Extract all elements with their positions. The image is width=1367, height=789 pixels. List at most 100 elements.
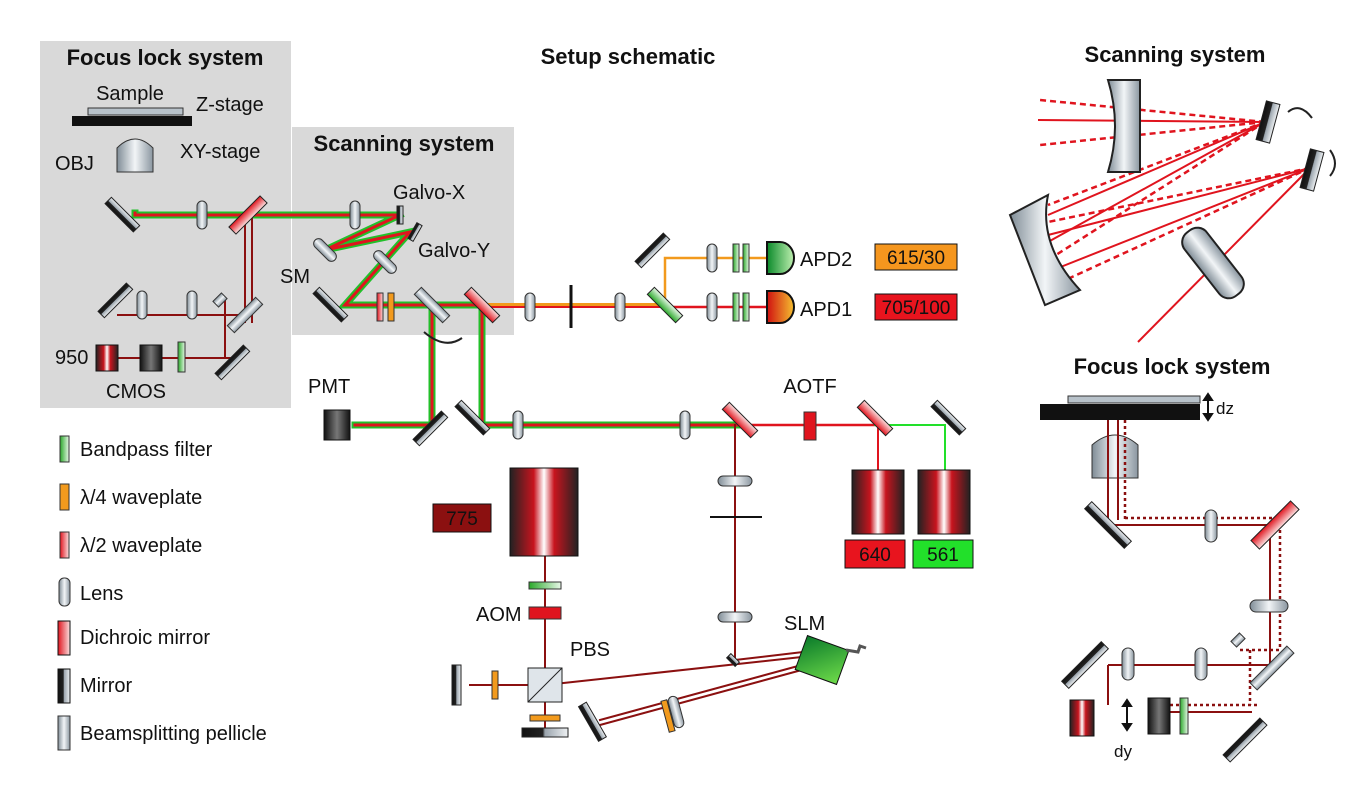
- apd1-detector: [766, 290, 795, 324]
- rotation-arrow-icon: [1287, 107, 1313, 119]
- lens-icon: [349, 200, 361, 230]
- dy-arrow-icon: [1121, 698, 1133, 732]
- slm-label: SLM: [784, 613, 825, 635]
- mirror-icon: [97, 282, 134, 319]
- half-waveplate-icon: [59, 531, 70, 559]
- bandpass-filter-icon: [742, 292, 750, 322]
- lens-icon: [1194, 647, 1208, 681]
- legend-item: Lens: [58, 577, 123, 607]
- excitation-components: [323, 399, 971, 535]
- dichroic-mirror-icon: [228, 195, 268, 235]
- quarter-waveplate-icon: [491, 670, 499, 700]
- bandpass-filter-icon: [742, 243, 750, 273]
- lens-icon: [373, 250, 397, 274]
- lens-icon: [1106, 78, 1141, 173]
- aom-label: AOM: [476, 604, 522, 626]
- pellicle-icon: [1230, 632, 1246, 648]
- bandpass-filter-icon: [732, 243, 740, 273]
- focus-lock-components: [72, 107, 268, 381]
- sample-slide: [1067, 395, 1201, 404]
- apd2-label: APD2: [800, 249, 852, 271]
- galvo-x-label: Galvo-X: [393, 182, 465, 204]
- mirror-icon: [214, 344, 251, 381]
- slm-device: [794, 634, 850, 686]
- badge-775-text: 775: [446, 509, 478, 530]
- pbs-diagonal: [527, 667, 563, 703]
- legend-label: Beamsplitting pellicle: [80, 723, 267, 745]
- detection-components: [524, 232, 795, 328]
- mirror-icon: [1222, 717, 1268, 763]
- focus-lock-right-title: Focus lock system: [1074, 354, 1271, 379]
- rotation-arrow-icon: [423, 331, 463, 344]
- pmt-label: PMT: [308, 376, 350, 398]
- scanning-components: [312, 200, 501, 344]
- slm-connector-icon: [845, 644, 867, 654]
- mirror-icon: [577, 701, 608, 743]
- legend-item: Bandpass filter: [59, 435, 213, 463]
- aom: [528, 606, 562, 620]
- badge-640: 640: [844, 539, 906, 569]
- mirror-icon: [312, 286, 349, 323]
- lens-icon: [717, 611, 753, 623]
- laser-561: [917, 469, 971, 535]
- dz-arrow-icon: [1202, 392, 1214, 422]
- mirror-icon: [1083, 500, 1133, 550]
- dz-label: dz: [1216, 399, 1234, 418]
- badge-561-text: 561: [927, 545, 959, 566]
- z-stage: [1040, 404, 1200, 420]
- lens-icon: [614, 292, 626, 322]
- mirror-icon: [412, 410, 449, 447]
- pbs-label: PBS: [570, 639, 610, 661]
- cmos-camera: [139, 344, 163, 372]
- lens-icon: [679, 410, 691, 440]
- focus-lock-title: Focus lock system: [67, 45, 264, 70]
- scan-lens-icon: [313, 238, 337, 262]
- pellicle-icon: [1249, 645, 1295, 691]
- aotf-label: AOTF: [783, 376, 836, 398]
- legend-label: Mirror: [80, 675, 133, 697]
- mirror-icon: [57, 668, 71, 704]
- scanning-title: Scanning system: [314, 131, 495, 156]
- sample-label: Sample: [96, 83, 164, 105]
- lens-icon: [196, 200, 208, 230]
- obj-label: OBJ: [55, 153, 94, 175]
- badge-561: 561: [912, 539, 974, 569]
- quarter-waveplate-icon: [660, 699, 676, 733]
- cmos-label: CMOS: [106, 381, 166, 403]
- badge-apd2: 615/30: [874, 243, 958, 271]
- quarter-waveplate-icon: [59, 483, 70, 511]
- lens-icon: [524, 292, 536, 322]
- mirror-icon: [521, 727, 569, 738]
- apd1-label: APD1: [800, 299, 852, 321]
- lens-icon: [58, 577, 71, 607]
- depletion-components: [451, 467, 867, 743]
- dichroic-mirror-icon: [57, 620, 71, 656]
- mirror-icon: [454, 399, 491, 436]
- legend-item: Mirror: [57, 668, 133, 704]
- objective-icon: [1091, 434, 1139, 479]
- pmt-detector: [323, 409, 351, 441]
- sample-slide: [87, 107, 184, 116]
- lens-icon: [1204, 509, 1218, 543]
- laser-950-label: 950: [55, 347, 88, 369]
- pellicle-icon: [226, 296, 264, 334]
- apd2-detector: [766, 241, 795, 275]
- quarter-waveplate-icon: [387, 292, 395, 322]
- laser-640: [851, 469, 905, 535]
- dichroic-mirror-icon: [721, 401, 759, 439]
- mirror-icon: [725, 652, 741, 668]
- legend-label: λ/4 waveplate: [80, 487, 202, 509]
- half-waveplate-icon: [376, 292, 384, 322]
- legend: Bandpass filter λ/4 waveplate λ/2 wavepl…: [57, 435, 267, 751]
- laser-775: [509, 467, 579, 557]
- legend-label: Dichroic mirror: [80, 627, 210, 649]
- mirror-icon: [104, 196, 141, 233]
- setup-title: Setup schematic: [541, 44, 716, 69]
- scanning-detail: [1008, 78, 1336, 343]
- dichroic-mirror-icon: [463, 286, 501, 324]
- dichroic-mirror-icon: [856, 399, 894, 437]
- galvo-x-mirror: [396, 205, 404, 225]
- mirror-icon: [1060, 640, 1110, 690]
- focus-lock-detail: [1040, 392, 1300, 763]
